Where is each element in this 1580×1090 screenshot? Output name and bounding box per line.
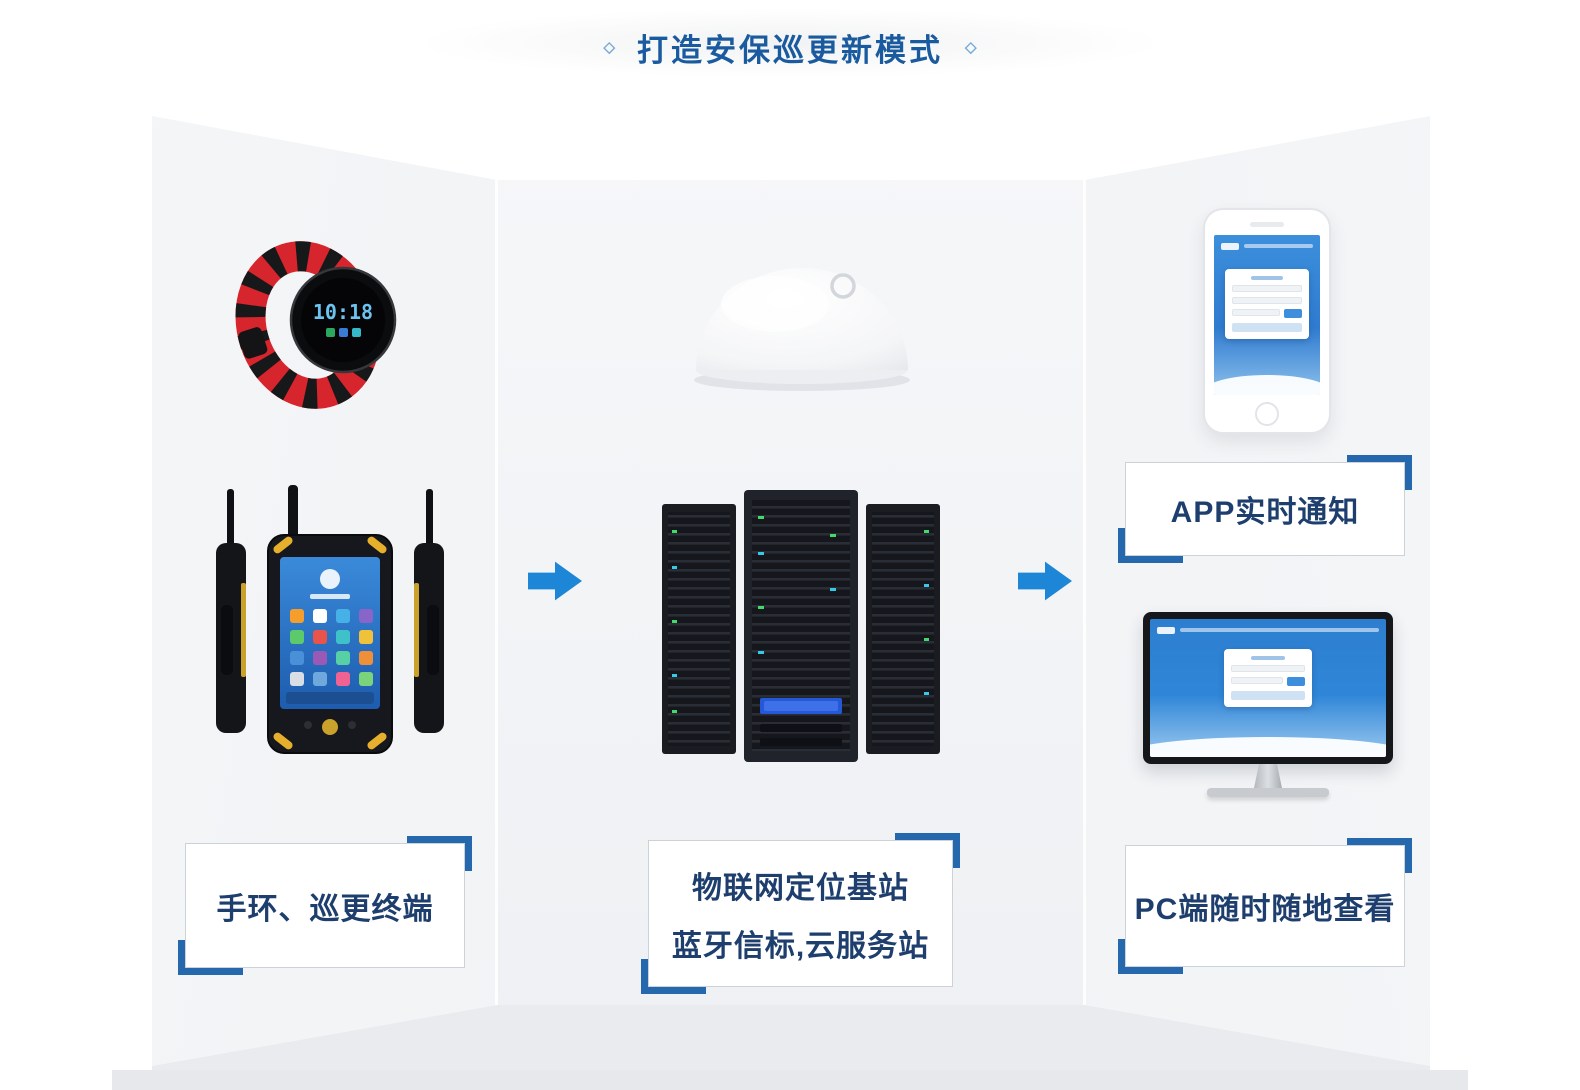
dome-base-station [683, 238, 921, 396]
monitor-stand-neck [1254, 764, 1282, 788]
web-header [1157, 626, 1379, 634]
smartphone [1203, 208, 1331, 434]
server-tower-left [662, 504, 736, 754]
phone-home-button [1255, 402, 1279, 426]
label-box-app: APP实时通知 [1118, 455, 1412, 563]
app-logo [1221, 242, 1239, 250]
server-racks [660, 488, 942, 766]
terminal-side-right [414, 489, 444, 733]
app-header-text [1244, 244, 1313, 248]
watch-app-icon [352, 328, 361, 337]
watch-buckle [238, 327, 268, 359]
label-box-pc: PC端随时随地查看 [1118, 838, 1412, 974]
web-logo [1157, 626, 1175, 634]
label-box-terminals: 手环、巡更终端 [178, 836, 472, 975]
login-title-bar [1251, 656, 1285, 660]
label-box-station: 物联网定位基站 蓝牙信标,云服务站 [641, 833, 960, 994]
terminal-front [267, 485, 393, 754]
login-field [1232, 285, 1302, 292]
page-title-row: ◇ 打造安保巡更新模式 ◇ [0, 22, 1580, 72]
label-station-line2: 蓝牙信标,云服务站 [671, 929, 930, 963]
login-field [1231, 665, 1305, 672]
watch-app-icon [326, 328, 335, 337]
web-header-text [1180, 628, 1379, 632]
server-racks-illustration [662, 490, 940, 762]
login-button-bar [1232, 323, 1302, 332]
login-captcha-button [1287, 677, 1305, 686]
label-station-line1: 物联网定位基站 [692, 871, 909, 905]
login-captcha-field [1231, 677, 1283, 684]
pc-monitor [1143, 612, 1393, 812]
page-title: 打造安保巡更新模式 [637, 32, 943, 68]
watch-app-icon [339, 328, 348, 337]
title-background-glow [410, 8, 1170, 78]
patrol-terminal-illustration [216, 485, 444, 754]
panel-seam-left [495, 180, 498, 1005]
dome-logo [830, 273, 856, 299]
login-field [1232, 297, 1302, 304]
panel-seam-right [1083, 180, 1086, 1005]
web-login-card [1224, 649, 1312, 707]
label-app-text: APP实时通知 [1170, 496, 1360, 529]
watch-time: 10:18 [313, 300, 373, 324]
diamond-deco-right-icon: ◇ [965, 39, 977, 56]
login-button-bar [1231, 691, 1305, 700]
floor-front-band [112, 1070, 1468, 1090]
terminal-sos-button [322, 719, 338, 735]
terminal-screen [280, 557, 380, 709]
screen-cloud-graphic [1150, 737, 1386, 757]
terminal-antenna [288, 485, 298, 541]
monitor-stand-base [1207, 788, 1329, 797]
dome-illustration [694, 268, 910, 391]
watch-face: 10:18 [289, 266, 397, 374]
login-captcha-button [1284, 309, 1302, 318]
app-header [1221, 242, 1313, 250]
login-title-bar [1251, 276, 1283, 280]
smartwatch: 10:18 [230, 235, 415, 410]
server-tower-right [866, 504, 940, 754]
server-tower-middle [744, 490, 858, 762]
label-pc-text: PC端随时随地查看 [1134, 893, 1396, 926]
patrol-terminal [200, 485, 460, 757]
screen-cloud-graphic [1214, 375, 1320, 395]
label-terminals-text: 手环、巡更终端 [216, 892, 434, 926]
phone-speaker [1250, 222, 1284, 227]
terminal-side-left [216, 489, 246, 733]
smartwatch-illustration: 10:18 [235, 241, 397, 409]
monitor-frame [1143, 612, 1393, 764]
smartphone-body [1203, 208, 1331, 434]
monitor-screen [1150, 619, 1386, 757]
diamond-deco-left-icon: ◇ [603, 39, 615, 56]
app-login-card [1225, 269, 1309, 339]
terminal-app-grid [290, 609, 373, 686]
phone-screen [1214, 235, 1320, 395]
login-captcha-field [1232, 309, 1280, 316]
